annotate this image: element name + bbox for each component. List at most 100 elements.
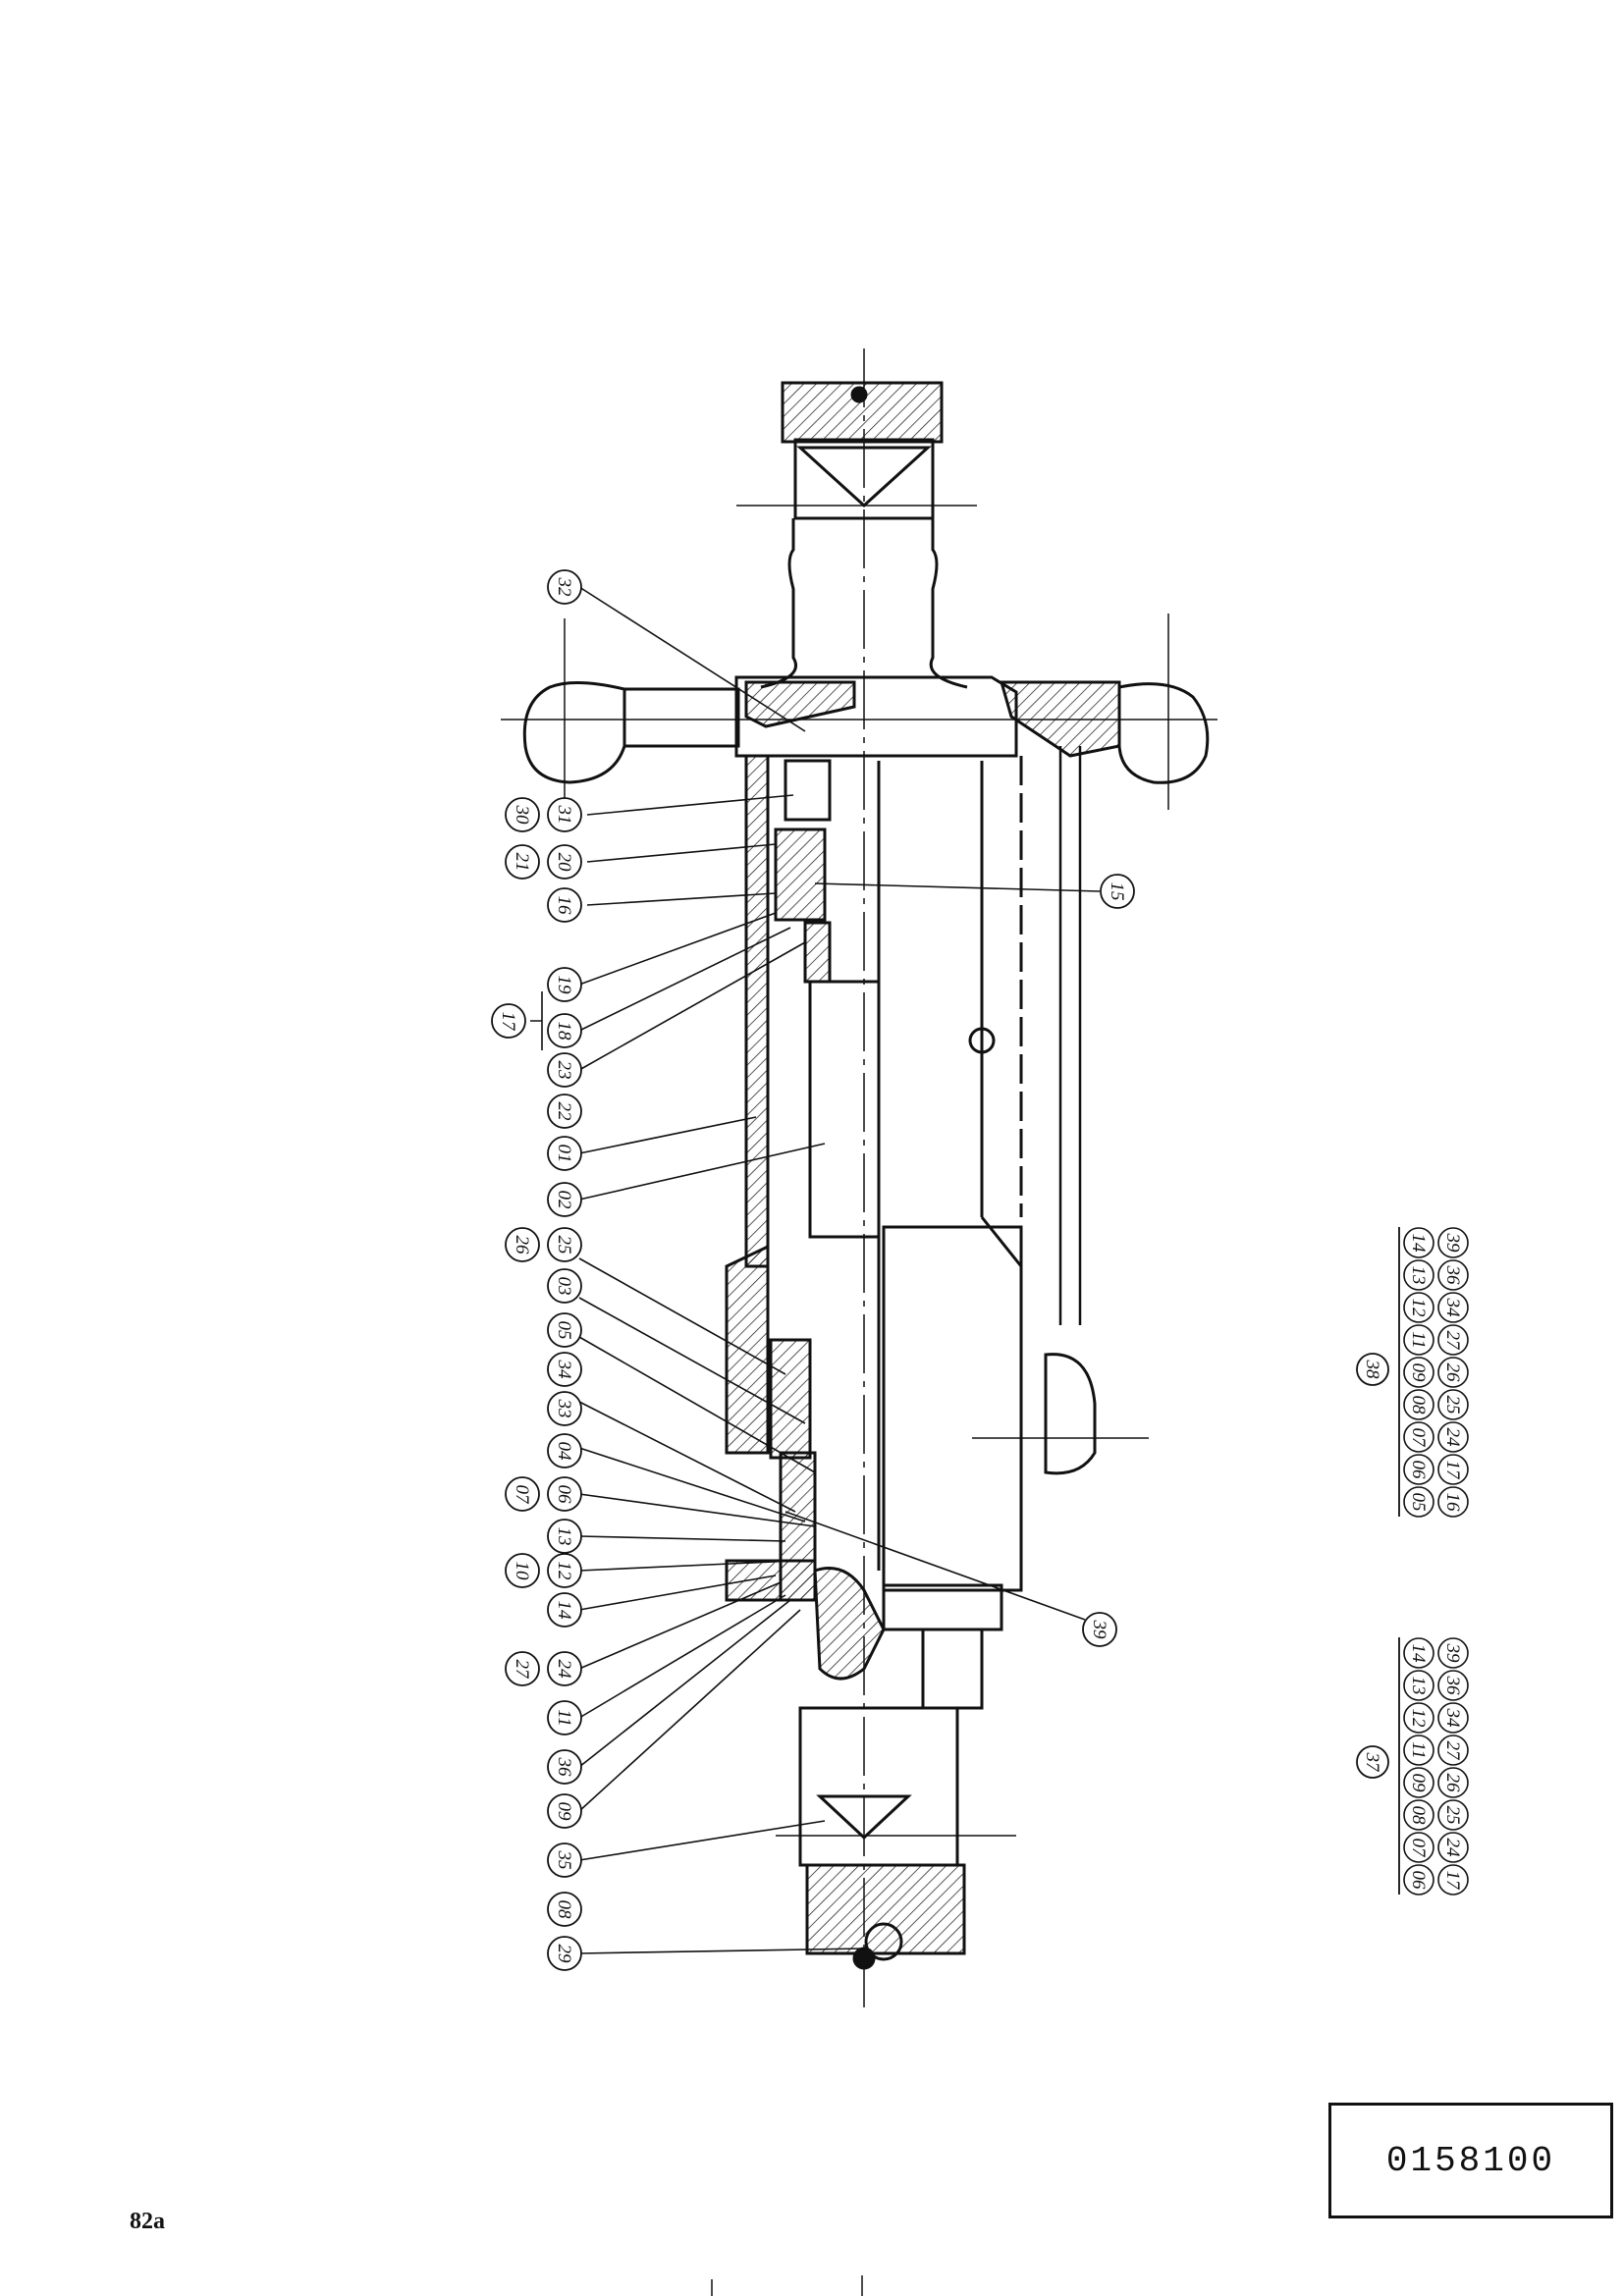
kit-member-label: 27 (1442, 1741, 1463, 1762)
kit-member-label: 25 (1442, 1396, 1463, 1415)
kit-member-label: 14 (1408, 1234, 1429, 1254)
kit-member: 14 (1403, 1637, 1434, 1669)
kit-member: 09 (1403, 1357, 1434, 1388)
page-number: 82a (130, 2209, 165, 2234)
rod-eye-top (736, 381, 977, 689)
callout-label: 01 (554, 1145, 574, 1163)
kit-member: 24 (1437, 1421, 1469, 1453)
kit-member: 14 (1403, 1227, 1434, 1258)
kit-member-label: 07 (1408, 1839, 1429, 1859)
base-flange (813, 1567, 1003, 1710)
kit-member: 11 (1403, 1324, 1434, 1356)
callout-label: 07 (512, 1485, 532, 1506)
kit-member: 16 (1437, 1486, 1469, 1518)
kit-member-label: 12 (1408, 1299, 1429, 1318)
kit-member: 07 (1403, 1832, 1434, 1863)
callout-label: 36 (554, 1757, 574, 1778)
kit-member: 08 (1403, 1389, 1434, 1420)
callout-label: 23 (554, 1061, 574, 1080)
kit-member: 39 (1437, 1227, 1469, 1258)
kit-member-label: 14 (1408, 1644, 1429, 1664)
callout-label: 13 (554, 1527, 574, 1546)
callout-label: 29 (554, 1945, 574, 1964)
kit-member-label: 06 (1408, 1871, 1429, 1891)
callout-label: 05 (554, 1321, 574, 1340)
callout-label: 06 (554, 1485, 574, 1505)
kit-member: 09 (1403, 1767, 1434, 1798)
kit-member-label: 09 (1408, 1774, 1429, 1793)
callout-label: 15 (1107, 882, 1127, 901)
callout-label: 08 (554, 1900, 574, 1920)
kit-member-label: 26 (1442, 1363, 1463, 1383)
kit-member-label: 11 (1408, 1331, 1429, 1349)
trim-marks (711, 2275, 863, 2296)
kit-member: 34 (1437, 1292, 1469, 1323)
kit-member: 12 (1403, 1292, 1434, 1323)
callout-label: 30 (512, 805, 532, 826)
callout-label: 31 (554, 805, 574, 825)
kit-member-label: 39 (1442, 1233, 1463, 1254)
kit-member: 07 (1403, 1421, 1434, 1453)
callout-label: 10 (512, 1562, 532, 1581)
callout-bracket (530, 991, 543, 1050)
callout-label: 21 (512, 853, 532, 872)
kit-member: 34 (1437, 1702, 1469, 1734)
kit-member: 17 (1437, 1454, 1469, 1485)
callout-label: 22 (554, 1102, 574, 1122)
leader-lines (578, 586, 1101, 1954)
kit-member: 25 (1437, 1389, 1469, 1420)
callout-label: 35 (554, 1850, 574, 1870)
cylinder-barrel (725, 754, 1149, 1602)
trunnion-head (501, 614, 1217, 1325)
kit-member-label: 13 (1408, 1677, 1429, 1695)
kit-member-label: 17 (1442, 1871, 1463, 1892)
kit-38-label: 38 (1362, 1360, 1382, 1380)
kit-member-label: 09 (1408, 1363, 1429, 1383)
callout-label: 24 (554, 1660, 574, 1680)
kit-member-label: 36 (1442, 1265, 1463, 1286)
kit-member-label: 34 (1442, 1298, 1463, 1318)
kit-member-label: 11 (1408, 1741, 1429, 1759)
rod-eye-bottom (776, 1706, 1016, 1970)
kit-member: 36 (1437, 1259, 1469, 1291)
kit-member: 05 (1403, 1486, 1434, 1518)
callout-label: 02 (554, 1191, 574, 1210)
callout-label: 39 (1089, 1620, 1109, 1640)
callout-circles: 32 21 31 16 20 30 15 17 18 19 23 22 01 0… (491, 569, 1135, 1971)
kit-member: 06 (1403, 1454, 1434, 1485)
kit-member: 13 (1403, 1670, 1434, 1701)
kit-member: 39 (1437, 1637, 1469, 1669)
kit-member-label: 24 (1442, 1428, 1463, 1448)
kit-member: 24 (1437, 1832, 1469, 1863)
kit-member: 27 (1437, 1324, 1469, 1356)
kit-member-label: 17 (1442, 1461, 1463, 1481)
kit-member-label: 12 (1408, 1709, 1429, 1729)
kit-member: 17 (1437, 1864, 1469, 1896)
kit-member-label: 16 (1442, 1493, 1463, 1513)
kit-member: 12 (1403, 1702, 1434, 1734)
callout-label: 19 (554, 976, 574, 995)
kit-member-label: 39 (1442, 1643, 1463, 1664)
kit-37-label: 37 (1362, 1752, 1382, 1774)
kit-member: 08 (1403, 1799, 1434, 1831)
kit-member: 26 (1437, 1357, 1469, 1388)
callout-label: 12 (554, 1562, 574, 1581)
callout-label: 16 (554, 896, 574, 916)
kit-member: 27 (1437, 1735, 1469, 1766)
kit-member: 11 (1403, 1735, 1434, 1766)
kit-member-label: 24 (1442, 1839, 1463, 1858)
kit-member-label: 26 (1442, 1774, 1463, 1793)
callout-label: 34 (554, 1360, 574, 1380)
kit-member: 13 (1403, 1259, 1434, 1291)
kit-member: 36 (1437, 1670, 1469, 1701)
callout-label: 18 (554, 1022, 574, 1041)
callout-label: 17 (498, 1012, 518, 1033)
kit-member-label: 08 (1408, 1806, 1429, 1826)
reference-number-box: 0158100 (1328, 2103, 1613, 2218)
kit-member-label: 06 (1408, 1461, 1429, 1480)
kit-member-label: 05 (1408, 1493, 1429, 1512)
kit-member-label: 25 (1442, 1806, 1463, 1825)
